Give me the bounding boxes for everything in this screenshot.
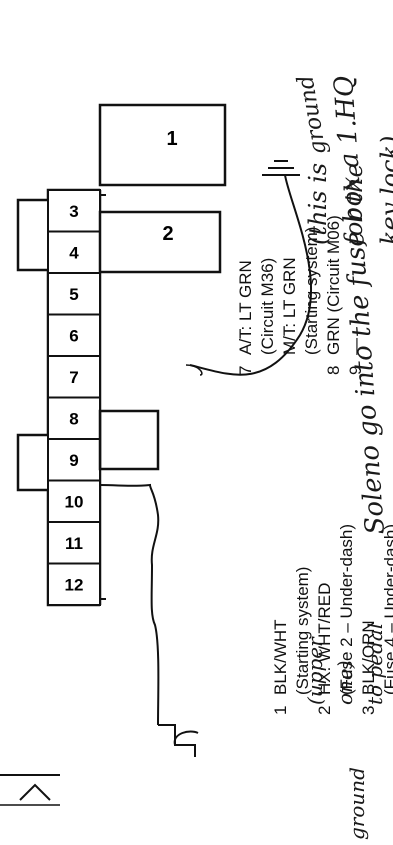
pin-label-4: 4 [69,243,79,262]
group-label-1: 1 [166,128,177,150]
pin-label-12: 12 [65,575,84,594]
pin-label-10: 10 [65,492,84,511]
group-block-1 [98,103,227,187]
switch-symbol [158,724,199,757]
legend-left-entry-1-line-0: 1BLK/WHT [271,619,290,715]
pin-label-9: 9 [69,451,78,470]
pin-label-6: 6 [69,326,78,345]
key-lock-note-line-0: (this is [304,162,332,245]
pedal-switch-wire [99,483,160,726]
pin-label-7: 7 [69,368,78,387]
handwritten-key-lock-note: (this is for the key lock) [300,136,393,245]
pedal-note-line-2: to pedal [363,622,387,705]
legend-left-entry-number: 1 [271,705,290,715]
legend-right-entry-7-line-0: 7A/T: LT GRN [236,260,255,375]
pin-label-5: 5 [69,285,78,304]
key-lock-note-line-2: key lock) [376,135,393,245]
pedal-note-line-0: (upper [303,637,327,705]
group-block-2 [98,210,222,274]
ground-wire [189,174,313,376]
ground-symbol [262,160,300,176]
pin-cells: 12 11 10 9 8 7 6 5 4 3 [47,189,101,606]
pin-label-3: 3 [69,202,78,221]
pedal-note-line-1: one) [333,660,357,705]
legend-right-entry-number: 8 [324,365,343,375]
key-lock-note-line-1: for the [340,163,368,245]
handwritten-left-ground: ground [345,767,369,840]
legend-right-entry-number: 7 [236,365,255,375]
ground-wire-b [185,364,203,376]
group-label-2: 2 [162,223,173,245]
legend-right-entry-7-line-1: (Circuit M36) [258,257,277,355]
pin-label-11: 11 [65,534,83,553]
pin-label-8: 8 [69,409,78,428]
raised-block [98,409,160,471]
legend-right-entry-7-line-2: M/T: LT GRN [280,257,299,355]
